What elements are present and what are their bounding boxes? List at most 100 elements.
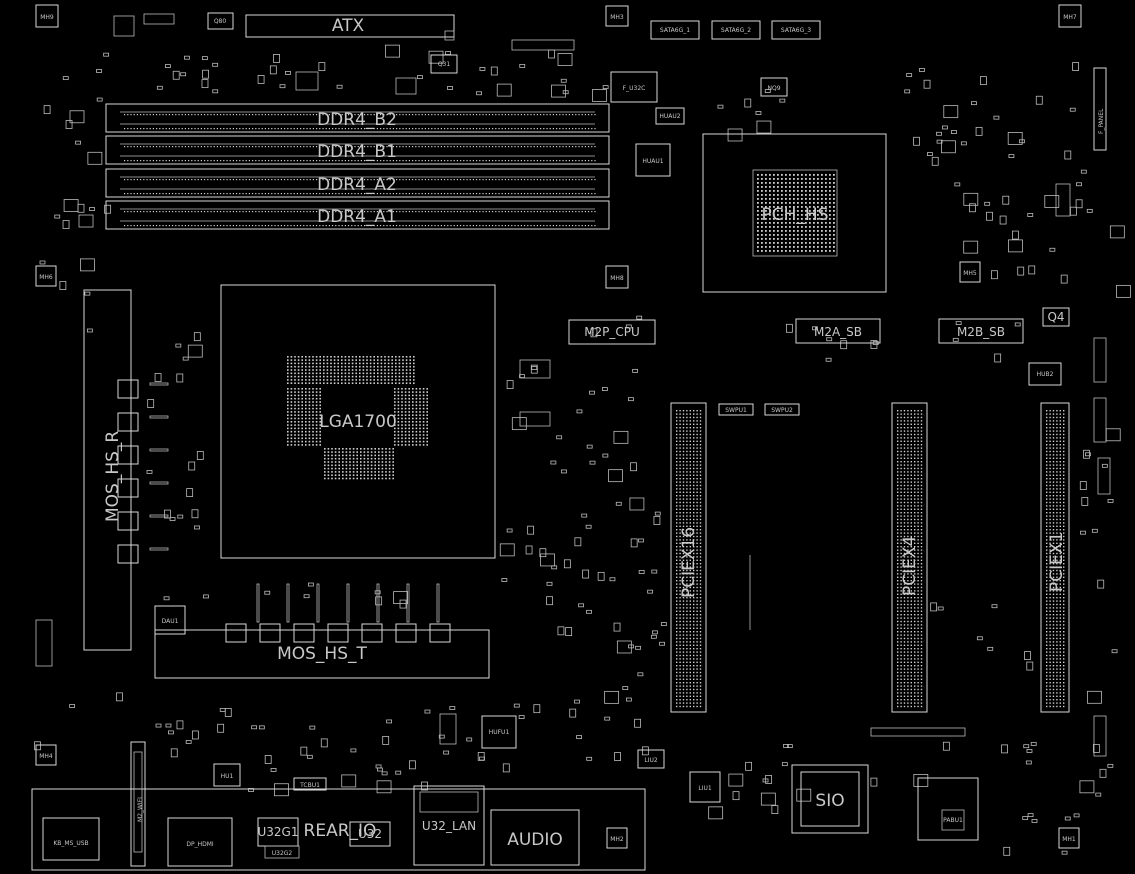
cpu-pin xyxy=(345,461,348,463)
audio-connector[interactable]: AUDIO xyxy=(490,809,580,866)
pcie-pin xyxy=(676,641,678,643)
cpu-pin xyxy=(380,362,383,365)
ddr-pin xyxy=(341,160,343,162)
pcie-pin xyxy=(910,651,912,653)
pcie-pin xyxy=(699,614,702,616)
pcie-pin xyxy=(1056,420,1058,422)
ddr-pin xyxy=(447,179,449,181)
pcie-pin xyxy=(1049,661,1051,663)
sio-chip[interactable]: SIO xyxy=(791,764,869,834)
usb-connector[interactable]: U32 xyxy=(349,821,391,847)
smd-cap xyxy=(201,79,209,89)
u32g2-connector[interactable]: U32G2 xyxy=(264,845,300,859)
ddr-pin xyxy=(495,146,497,148)
pciex1-slot[interactable]: PCIEX1 xyxy=(1040,402,1070,713)
cpu-pin xyxy=(305,397,307,400)
smd-resistor xyxy=(1107,499,1114,503)
ddr-pin xyxy=(338,179,340,181)
u32-lan-connector[interactable]: U32_LAN xyxy=(413,785,485,866)
sata6g-1-connector[interactable]: SATA6G_1 xyxy=(650,20,700,40)
pcie-pin xyxy=(907,467,909,470)
pciex16-slot[interactable]: PCIEX16 xyxy=(670,402,707,713)
cpu-pin xyxy=(345,454,348,457)
smd-resistor xyxy=(258,725,265,730)
smd-resistor xyxy=(519,63,526,68)
pch-ball xyxy=(761,178,763,180)
sata6g-3-connector[interactable]: SATA6G_3 xyxy=(771,20,821,40)
cpu-pin xyxy=(401,437,403,440)
ddr-pin xyxy=(268,211,270,213)
pcie-pin xyxy=(696,430,698,432)
smd-resistor xyxy=(306,754,313,759)
ddr-pin xyxy=(280,146,282,148)
ddr4-a1-slot[interactable]: DDR4_A1 xyxy=(105,200,610,230)
cpu-pin xyxy=(319,440,321,443)
pcie-pin xyxy=(914,464,916,466)
ddr4-b2-slot[interactable]: DDR4_B2 xyxy=(105,103,610,133)
ddr4-a2-slot[interactable]: DDR4_A2 xyxy=(105,168,610,198)
atx-connector[interactable]: ATX xyxy=(245,14,455,41)
cpu-pin xyxy=(327,454,330,457)
ddr-pin xyxy=(354,128,356,130)
ddr-pin xyxy=(559,146,561,148)
ddr-pin xyxy=(524,160,526,162)
smd-ic xyxy=(78,214,94,228)
ddr-pin xyxy=(245,146,247,148)
cpu-pin xyxy=(415,444,418,446)
cpu-pin xyxy=(349,451,351,453)
pcie-pin xyxy=(1052,569,1055,572)
cpu-pin xyxy=(391,365,393,368)
pcie-pin xyxy=(1056,481,1058,483)
pcie-pin xyxy=(903,620,906,623)
m2-wifi-connector[interactable]: M2_WIFI xyxy=(130,741,146,867)
pcie-pin xyxy=(900,692,902,694)
ddr-pin xyxy=(472,160,474,162)
pch-ball xyxy=(817,210,819,212)
cpu-pin xyxy=(422,427,425,430)
pcie-pin xyxy=(1056,474,1058,476)
pch-ball xyxy=(825,194,827,196)
pcie-pin xyxy=(910,416,912,419)
m2p-cpu-connector[interactable]: M2P_CPU xyxy=(568,319,656,345)
pciex4-slot[interactable]: PCIEX4 xyxy=(891,402,928,713)
ddr-pin xyxy=(594,146,596,148)
pcie-pin xyxy=(682,535,685,538)
smd-cap xyxy=(930,602,938,612)
cpu-pin xyxy=(294,375,296,378)
m2a-sb-connector[interactable]: M2A_SB xyxy=(795,318,881,344)
kb-ms-usb-connector[interactable]: KB_MS_USB xyxy=(42,817,100,861)
pch-chip[interactable]: PCH_HS xyxy=(702,133,887,293)
dp-hdmi-connector[interactable]: DP_HDMI xyxy=(167,817,233,867)
m2b-sb-connector[interactable]: M2B_SB xyxy=(938,318,1024,344)
pch-ball xyxy=(785,230,787,232)
pcie-pin xyxy=(693,546,695,548)
cpu-pin xyxy=(373,356,375,358)
ddr-pin xyxy=(172,128,174,130)
pch-ball xyxy=(781,242,783,244)
f-panel-header[interactable]: F_PANEL xyxy=(1093,67,1107,151)
pch-ball xyxy=(785,242,787,244)
cpu-socket[interactable]: LGA1700 xyxy=(220,284,496,559)
cpu-pin xyxy=(290,372,293,375)
cpu-pin xyxy=(287,434,289,436)
ddr4-b1-slot[interactable]: DDR4_B1 xyxy=(105,135,610,165)
cpu-pin xyxy=(324,474,326,476)
cpu-pin xyxy=(385,477,387,480)
f-u32c-connector[interactable]: F_U32C xyxy=(610,71,658,103)
cpu-pin xyxy=(312,401,314,403)
pch-ball xyxy=(793,214,795,216)
ddr-pin xyxy=(124,160,126,162)
pcie-pin xyxy=(914,484,916,487)
pcie-pin xyxy=(676,614,678,616)
pcie-pin xyxy=(903,586,906,589)
sata6g-2-connector[interactable]: SATA6G_2 xyxy=(711,20,761,40)
pcie-pin xyxy=(914,501,916,504)
cpu-pin xyxy=(338,474,340,476)
pcie-pin xyxy=(917,491,919,493)
ddr-pin xyxy=(271,179,273,181)
smd-ic xyxy=(87,151,103,165)
pcie-pin xyxy=(696,627,698,629)
cpu-pin xyxy=(301,359,303,361)
cpu-pin xyxy=(370,474,373,476)
cpu-pin xyxy=(341,356,343,358)
